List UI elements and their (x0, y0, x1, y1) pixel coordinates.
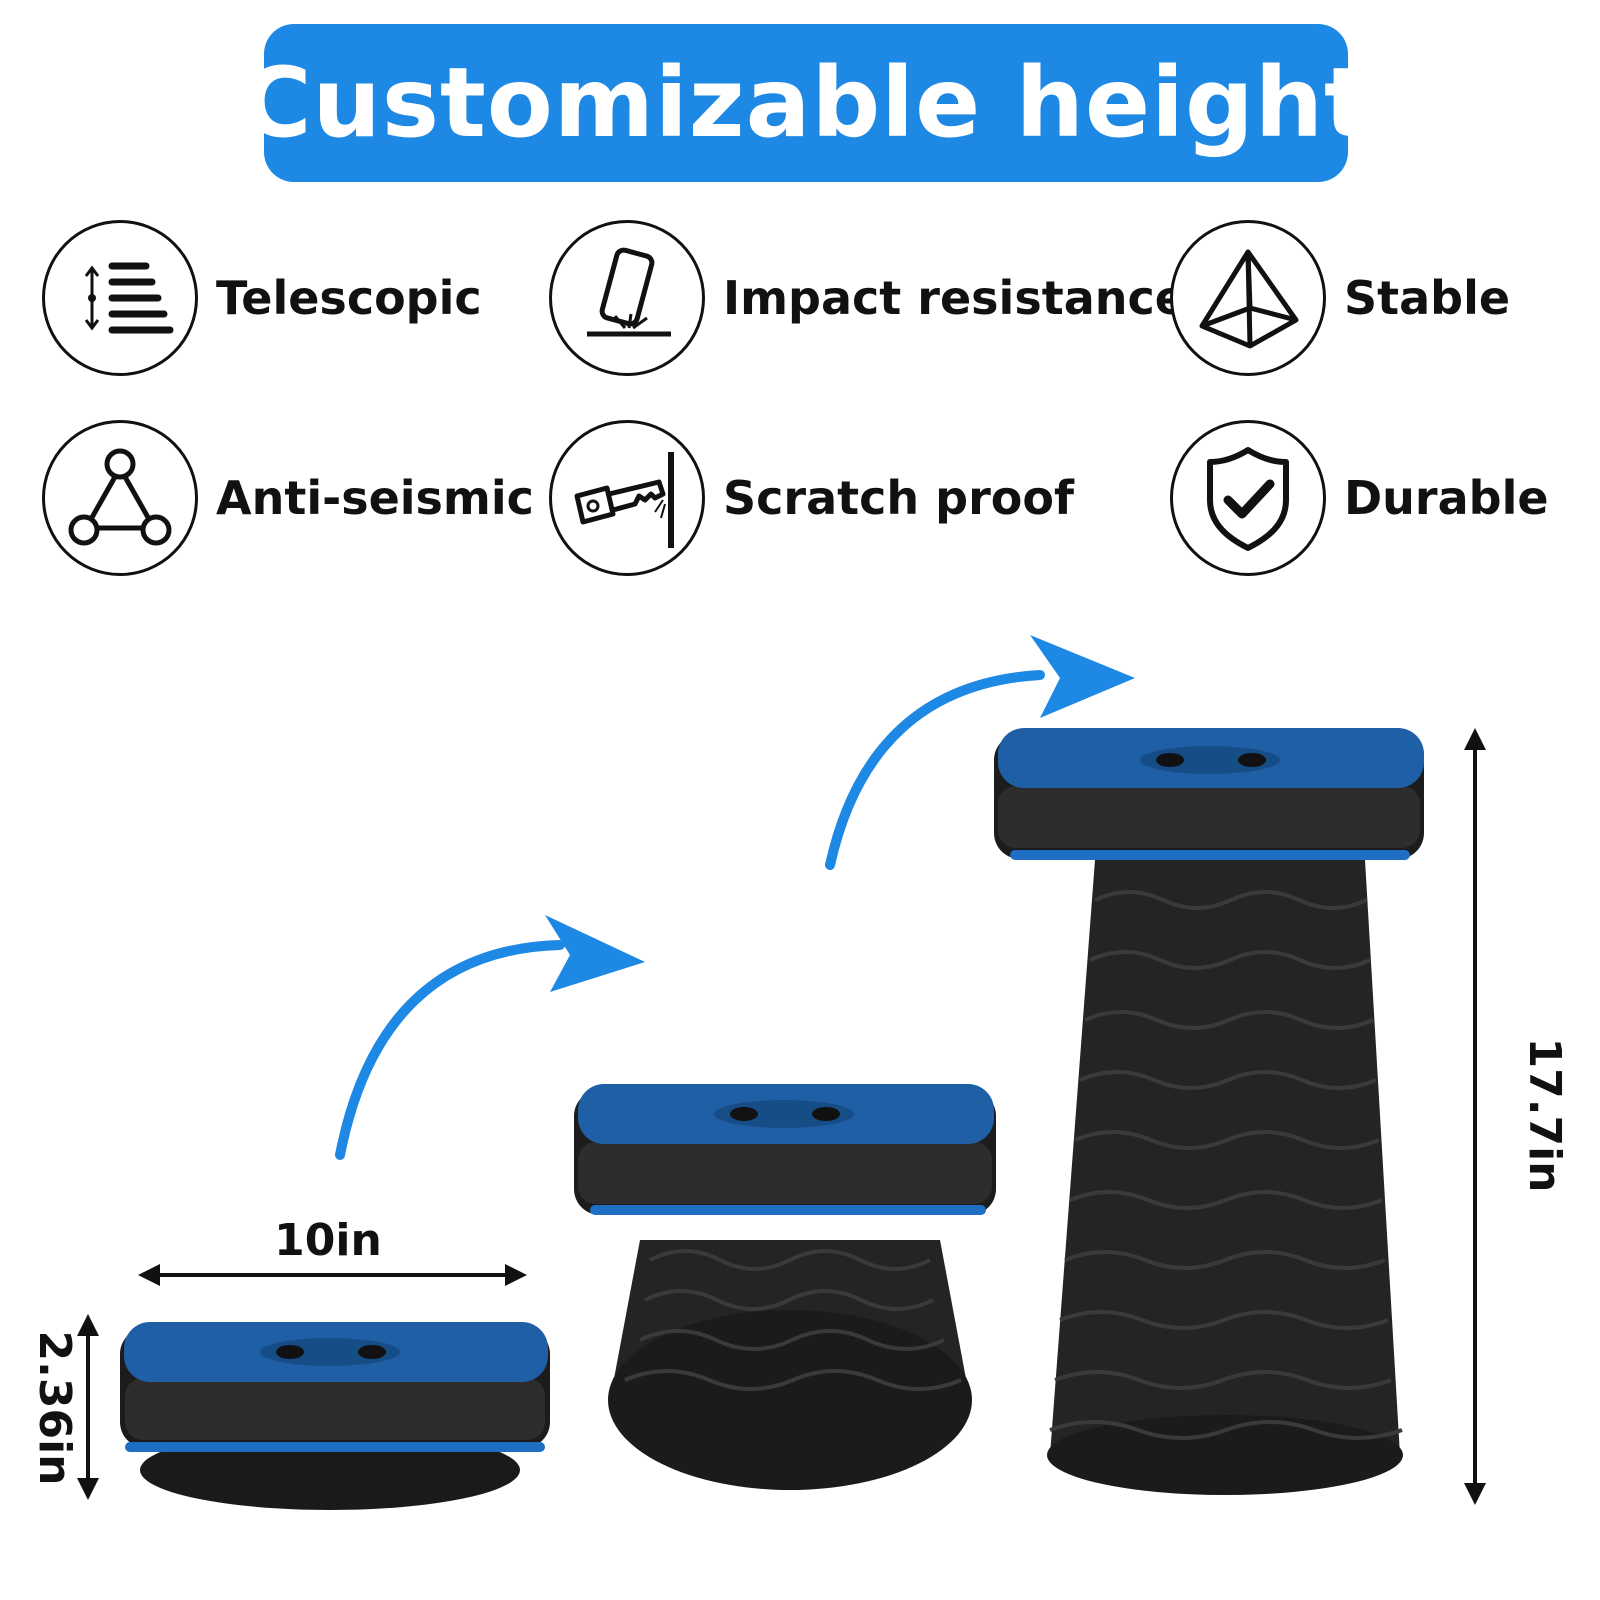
triangle-nodes-icon (42, 420, 198, 576)
stool-extended (994, 728, 1424, 1495)
telescopic-icon (42, 220, 198, 376)
key-scratch-icon (549, 420, 705, 576)
feature-label: Scratch proof (723, 471, 1074, 525)
max-height-label: 17.7in (1519, 1038, 1570, 1193)
stool-medium (574, 1084, 996, 1490)
min-height-dimension: 2.36in (29, 1314, 99, 1500)
arrow-small-to-medium (335, 915, 645, 1160)
feature-impact-resistance: Impact resistance (549, 218, 1186, 378)
feature-scratch-proof: Scratch proof (549, 418, 1074, 578)
feature-anti-seismic: Anti-seismic (42, 418, 534, 578)
pyramid-icon (1170, 220, 1326, 376)
stool-scene: 10in 2.36in 17.7in (29, 635, 1570, 1510)
banner-title: Customizable height (241, 47, 1371, 159)
width-label: 10in (274, 1215, 382, 1266)
feature-label: Anti-seismic (216, 471, 534, 525)
feature-label: Stable (1344, 271, 1511, 325)
feature-label: Impact resistance (723, 271, 1186, 325)
feature-durable: Durable (1170, 418, 1549, 578)
title-banner: Customizable height (241, 24, 1370, 182)
phone-impact-icon (549, 220, 705, 376)
arrow-medium-to-large (825, 635, 1135, 870)
feature-label: Telescopic (216, 271, 482, 325)
stool-collapsed (120, 1322, 550, 1510)
min-height-label: 2.36in (29, 1331, 80, 1486)
width-dimension: 10in (138, 1215, 527, 1286)
feature-stable: Stable (1170, 218, 1510, 378)
feature-telescopic: Telescopic (42, 218, 482, 378)
max-height-dimension: 17.7in (1464, 728, 1570, 1505)
shield-check-icon (1170, 420, 1326, 576)
feature-label: Durable (1344, 471, 1549, 525)
